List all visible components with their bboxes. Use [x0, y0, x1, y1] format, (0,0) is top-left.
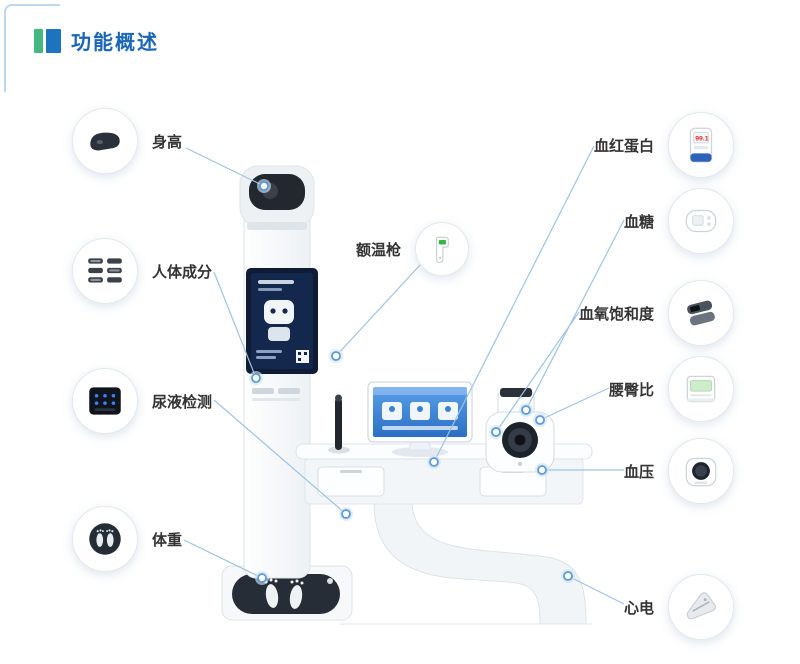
feature-blood-glucose: 血糖 [624, 188, 734, 254]
printer-slots [252, 388, 300, 401]
weight-scale-icon [72, 506, 138, 572]
height-sensor-icon [72, 108, 138, 174]
page-corner-border [4, 4, 60, 92]
body-composition-icon [72, 238, 138, 304]
kiosk-pedestal [340, 501, 592, 625]
feature-label: 心电 [623, 599, 654, 617]
feature-body-composition: 人体成分 [72, 238, 212, 304]
height-sensor-head [239, 165, 315, 230]
feature-urine-test: 尿液检测 [72, 368, 212, 434]
urine-analyzer-icon [72, 368, 138, 434]
feature-label: 身高 [152, 133, 183, 151]
feature-label: 血氧饱和度 [578, 305, 654, 323]
feature-label: 尿液检测 [152, 393, 213, 411]
pulse-oximeter-icon [668, 280, 734, 346]
feature-label: 腰臀比 [608, 381, 654, 399]
connector-lines [183, 145, 625, 605]
feature-weight: 体重 [72, 506, 182, 572]
feature-label: 人体成分 [152, 263, 213, 281]
section-accent-bars-icon [34, 28, 61, 53]
svg-text:99.1: 99.1 [695, 136, 708, 143]
glucose-meter-icon [668, 188, 734, 254]
feature-label: 体重 [152, 531, 183, 549]
feature-label: 血红蛋白 [593, 137, 654, 155]
feature-label: 血压 [623, 463, 654, 481]
feature-waist-hip-ratio: 腰臀比 [609, 356, 734, 422]
section-header: 功能概述 [34, 26, 159, 55]
page-title: 功能概述 [71, 32, 159, 54]
feature-label: 额温枪 [356, 241, 402, 259]
feature-forehead-thermometer: 额温枪 [356, 222, 470, 276]
kiosk-screen [246, 268, 318, 374]
blood-pressure-monitor-icon [668, 438, 734, 504]
probe-stylus [328, 394, 350, 454]
feature-ecg: 心电 [624, 574, 734, 640]
feature-hemoglobin: 血红蛋白 99.1 [594, 112, 734, 178]
feature-height: 身高 [72, 108, 182, 174]
forehead-thermometer-icon [415, 222, 470, 276]
feature-blood-pressure: 血压 [624, 438, 734, 504]
desk-monitor [367, 381, 473, 457]
feature-label: 血糖 [623, 213, 654, 231]
hemoglobin-meter-icon: 99.1 [668, 112, 734, 178]
connector-dots [249, 179, 575, 585]
feature-spo2: 血氧饱和度 [579, 280, 734, 346]
waist-hip-meter-icon [668, 356, 734, 422]
ecg-monitor-icon [668, 574, 734, 640]
